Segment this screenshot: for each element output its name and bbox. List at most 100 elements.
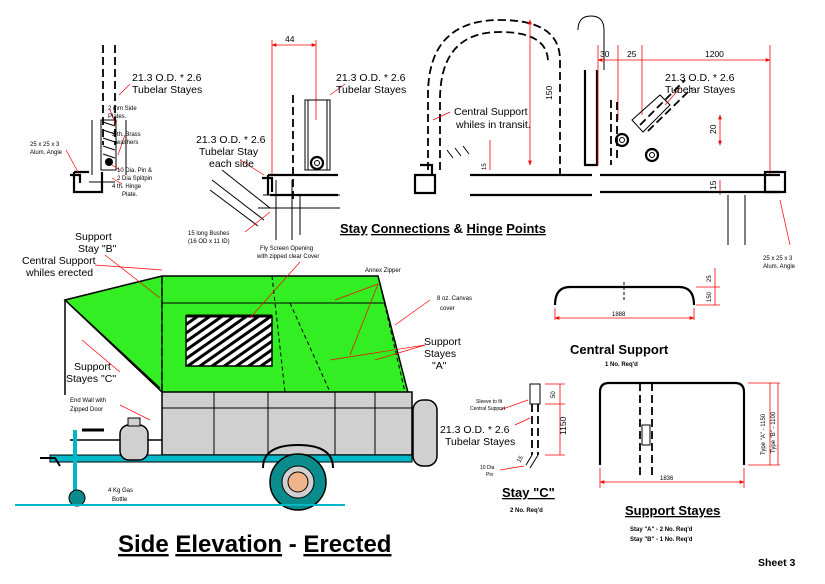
side-plates-line2: Plates. [108, 114, 127, 120]
stay-b-line2: Stay "B" [78, 243, 117, 255]
brass-line2: washers [115, 140, 138, 146]
tube2-line1: 21.3 O.D. * 2.6 [336, 72, 406, 84]
detail-central-transit [413, 15, 605, 197]
gas-bottle [119, 424, 149, 461]
svg-text:4 th. Hinge: 4 th. Hinge [112, 184, 142, 190]
central-support-title: Central Support [570, 342, 669, 357]
svg-text:Plates.: Plates. [108, 114, 127, 120]
central-dim-width: 1888 [612, 312, 626, 318]
tube2-line2: Tubelar Stayes [336, 84, 406, 96]
svg-text:150: 150 [544, 86, 554, 100]
svg-text:Bottle: Bottle [112, 497, 128, 503]
detail-hinge-left [65, 45, 131, 194]
svg-text:Pin: Pin [486, 472, 493, 478]
svg-text:Stay "B" - 1 No. Req'd: Stay "B" - 1 No. Req'd [630, 537, 693, 543]
central-support-req: 1 No. Req'd [605, 362, 638, 368]
svg-text:Stay "A" - 2 No. Req'd: Stay "A" - 2 No. Req'd [630, 527, 693, 533]
stayc-pin-line2: Pin [486, 472, 493, 478]
svg-text:(16 OD x 11 ID): (16 OD x 11 ID) [188, 239, 230, 245]
central-erected-line2: whiles erected [25, 267, 93, 279]
hinge-plate-line2: Plate. [122, 192, 138, 198]
chassis [49, 454, 413, 463]
angle-right-line2: Alum. Angle [763, 264, 796, 270]
detail-stay-44 [209, 40, 346, 240]
svg-text:25 x 25 x 3: 25 x 25 x 3 [763, 256, 793, 262]
svg-text:Central Support: Central Support [22, 255, 96, 267]
trailer-side-elevation [15, 254, 438, 511]
support-stayes-req-a: Stay "A" - 2 No. Req'd [630, 527, 693, 533]
tube1-line2: Tubelar Stayes [132, 84, 202, 96]
svg-text:Central Support: Central Support [570, 342, 669, 357]
stayes-a-line1: Support [424, 336, 461, 348]
svg-text:1200: 1200 [705, 49, 724, 59]
stayes-a-line3: "A" [432, 360, 447, 372]
svg-text:50: 50 [551, 391, 557, 398]
annex-zipper: Annex Zipper [365, 268, 401, 274]
stay-c-req: 2 No. Req'd [510, 508, 543, 514]
pin-line2: 2 Dia Splitpin [117, 176, 152, 182]
stay-c-detail [499, 383, 565, 471]
tube-each-line1: 21.3 O.D. * 2.6 [196, 134, 266, 146]
stayes-type-a: Type "A" - 1150 [761, 413, 767, 455]
svg-text:15: 15 [708, 180, 718, 190]
dim-30: 30 [600, 49, 610, 59]
central-transit-line2: whiles in transit. [455, 119, 531, 131]
svg-text:21.3 O.D. * 2.6: 21.3 O.D. * 2.6 [132, 72, 202, 84]
svg-text:Tubelar Stayes: Tubelar Stayes [132, 84, 202, 96]
angle-right-line1: 25 x 25 x 3 [763, 256, 793, 262]
svg-text:25 x 25 x 3: 25 x 25 x 3 [30, 142, 60, 148]
svg-text:End Wall with: End Wall with [70, 398, 106, 404]
sheet-number: Sheet 3 [758, 557, 796, 569]
stay-b-line1: Support [75, 231, 112, 243]
svg-text:25: 25 [707, 275, 713, 282]
svg-text:2 No. Req'd: 2 No. Req'd [510, 508, 543, 514]
central-dim-25: 25 [707, 275, 713, 282]
svg-text:Zipped Door: Zipped Door [70, 407, 103, 413]
svg-text:21.3 O.D. * 2.6: 21.3 O.D. * 2.6 [665, 72, 735, 84]
svg-text:whiles erected: whiles erected [25, 267, 93, 279]
svg-text:Tubelar Stay: Tubelar Stay [199, 146, 259, 158]
svg-text:Central Support: Central Support [470, 406, 506, 412]
stayc-sleeve-line1: Sleeve to fit [476, 399, 503, 405]
svg-text:1888: 1888 [612, 312, 626, 318]
svg-text:cover: cover [440, 306, 455, 312]
gas-line1: 4 Kg Gas [108, 488, 133, 494]
stay-c-title: Stay "C" [502, 485, 555, 500]
svg-text:2 Dia Splitpin: 2 Dia Splitpin [117, 176, 152, 182]
svg-text:1836: 1836 [660, 476, 674, 482]
side-elevation-title: Side Elevation - Erected [118, 531, 391, 558]
angle25-line2: Alum. Angle [30, 150, 63, 156]
tube-each-line3: each side [209, 158, 254, 170]
svg-text:Plate.: Plate. [122, 192, 138, 198]
hinge-plate-line1: 4 th. Hinge [112, 184, 142, 190]
svg-text:21.3 O.D. * 2.6: 21.3 O.D. * 2.6 [440, 424, 510, 436]
svg-text:8 oz. Canvas: 8 oz. Canvas [437, 296, 472, 302]
svg-text:25: 25 [627, 49, 637, 59]
svg-text:1 No. Req'd: 1 No. Req'd [605, 362, 638, 368]
svg-text:Support: Support [424, 336, 461, 348]
stayc-tube-line2: Tubelar Stayes [445, 436, 515, 448]
support-stayes-title: Support Stayes [625, 503, 720, 518]
tube3-line1: 21.3 O.D. * 2.6 [665, 72, 735, 84]
svg-text:Support: Support [75, 231, 112, 243]
svg-text:"A": "A" [432, 360, 447, 372]
dim-1200: 1200 [705, 49, 724, 59]
svg-text:Tubelar Stayes: Tubelar Stayes [445, 436, 515, 448]
stayes-type-b: Type "B" - 1100 [771, 411, 777, 453]
svg-text:Support Stayes: Support Stayes [625, 503, 720, 518]
pin-line1: 10 Dia. Pin & [117, 168, 152, 174]
stayes-a-line2: Stayes [424, 348, 456, 360]
svg-text:Stayes: Stayes [424, 348, 456, 360]
stayc-tube-line1: 21.3 O.D. * 2.6 [440, 424, 510, 436]
stayes-dim-width: 1836 [660, 476, 674, 482]
svg-text:each side: each side [209, 158, 254, 170]
canvas-line1: 8 oz. Canvas [437, 296, 472, 302]
svg-text:4 Kg Gas: 4 Kg Gas [108, 488, 133, 494]
bushes-line2: (16 OD x 11 ID) [188, 239, 230, 245]
stayc-dim-50: 50 [551, 391, 557, 398]
dim-20: 20 [708, 124, 718, 134]
central-transit-line1: Central Support [454, 106, 528, 118]
dim-15b: 15 [708, 180, 718, 190]
end-wall-line1: End Wall with [70, 398, 106, 404]
svg-text:1150: 1150 [558, 416, 568, 435]
